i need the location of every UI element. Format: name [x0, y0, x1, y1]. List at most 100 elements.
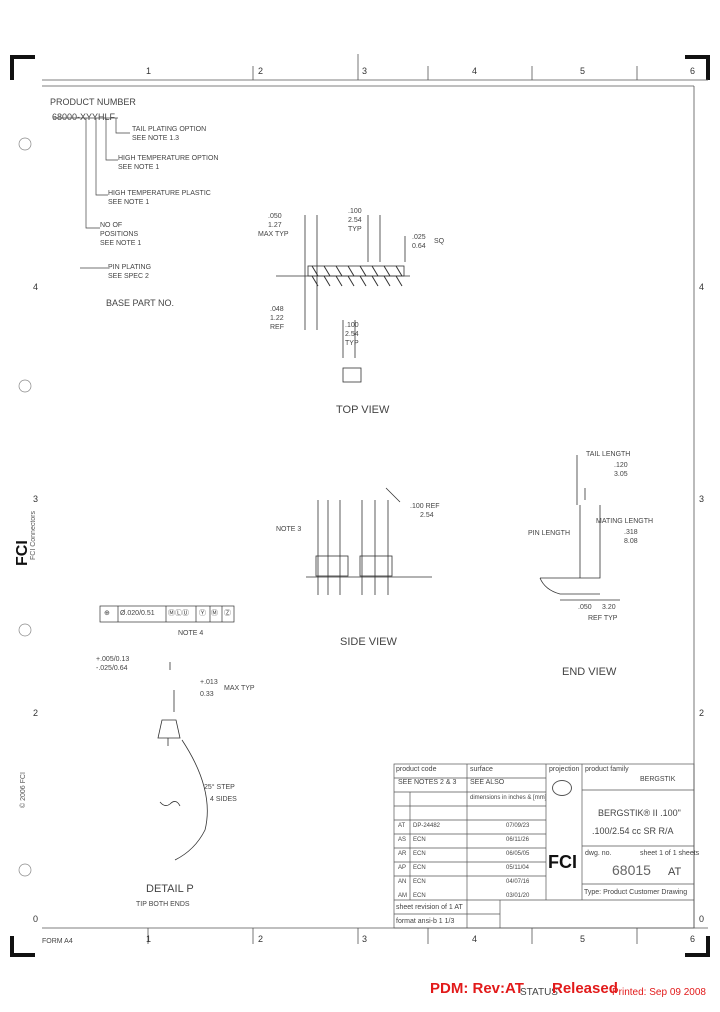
grid-row-left: 4 — [33, 282, 39, 292]
grid-column-bottom: 6 — [690, 934, 696, 944]
left-copyright-value: © 2006 FCI — [20, 772, 27, 808]
revision-desc: ECN — [413, 893, 426, 899]
part-number-callout-line: TAIL PLATING OPTION — [132, 126, 207, 133]
left-vertical-text-value: FCI Connectors — [30, 510, 37, 560]
endview-tail-v1: .120 — [614, 462, 628, 469]
tolerance-value: Ø.020/0.51 — [120, 610, 155, 617]
tb-product-family: BERGSTIK — [640, 776, 676, 783]
top-view-pin — [395, 265, 403, 287]
revision-rev: AR — [398, 851, 407, 857]
tb-product-code-label: product code — [396, 766, 437, 773]
left-vertical-text: FCI Connectors — [30, 511, 38, 560]
revision-desc: ECN — [413, 837, 426, 843]
grid-column-bottom: 2 — [258, 934, 264, 944]
grid-column-bottom: 3 — [362, 934, 368, 944]
tb-surface-value: SEE ALSO — [470, 779, 505, 786]
tb-projection-label: projection — [549, 766, 580, 773]
tb-surface-label: surface — [470, 766, 493, 773]
top-view-pin — [359, 265, 367, 287]
revision-date: 06/05/05 — [506, 851, 530, 857]
grid-row-left: 0 — [33, 914, 39, 924]
topview-dim-bl-1: .048 — [270, 306, 284, 313]
endview-ref-typ: REF TYP — [588, 615, 618, 622]
tb-title-1: BERGSTIK® II .100" — [598, 808, 681, 818]
pdm-label: PDM: Rev:AT — [430, 980, 524, 997]
top-view-pin — [347, 265, 355, 287]
endview-mating-v1: .318 — [624, 529, 638, 536]
grid-row-left: 3 — [33, 494, 39, 504]
endview-mating-length: MATING LENGTH — [596, 518, 654, 525]
top-view-label: TOP VIEW — [336, 404, 390, 416]
grid-row-right: 3 — [699, 494, 705, 504]
top-view-pin — [371, 265, 379, 287]
detail-angle-2: 4 SIDES — [210, 796, 237, 803]
topview-dim-left-3: MAX TYP — [258, 231, 289, 238]
part-number-callout-line: SEE NOTE 1 — [108, 199, 150, 206]
detail-label-2: TIP BOTH ENDS — [136, 901, 190, 908]
revision-date: 07/09/23 — [506, 823, 530, 829]
revision-date: 06/11/26 — [506, 837, 529, 843]
part-number-callout-line: PIN PLATING — [108, 264, 152, 271]
topview-dim-bp-3: TYP — [345, 340, 359, 347]
revision-rev: AP — [398, 865, 407, 871]
part-number-callout-line: SEE NOTE 1 — [118, 164, 160, 171]
part-number-callout-line: SEE NOTE 1 — [100, 240, 142, 247]
endview-tail-length: TAIL LENGTH — [586, 451, 631, 458]
topview-dim-bl-3: REF — [270, 324, 284, 331]
product-number-heading: PRODUCT NUMBER — [50, 97, 136, 107]
detail-angle-1: 25° STEP — [204, 784, 235, 791]
topview-dim-right-2: 0.64 — [412, 243, 426, 250]
base-part-code: 68000-XYYHLF — [52, 112, 116, 122]
detail-callout-1: +.005/0.13 — [96, 656, 130, 663]
part-number-callout-line: HIGH TEMPERATURE OPTION — [118, 155, 219, 162]
tb-product-family-label: product family — [585, 766, 629, 773]
tolerance-z: Ⓩ — [224, 610, 231, 617]
grid-column-top: 5 — [580, 66, 586, 76]
detail-max-2: 0.33 — [200, 691, 214, 698]
top-view-pin — [335, 265, 343, 287]
topview-dim-left-1: .050 — [268, 213, 282, 220]
detail-max-1: +.013 — [200, 679, 218, 686]
grid-row-right: 0 — [699, 914, 705, 924]
revision-date: 05/11/04 — [506, 865, 529, 871]
part-number-callout-line: NO OF — [100, 222, 123, 229]
status-value: Released — [552, 980, 618, 997]
revision-desc: DP-24482 — [413, 823, 441, 829]
format-code: FORM A4 — [42, 938, 73, 945]
endview-ref-2: 3.20 — [602, 604, 616, 611]
left-logo-text: FCI — [14, 540, 31, 566]
sideview-note: NOTE 3 — [276, 526, 302, 533]
sideview-pitch-1: .100 REF — [410, 503, 440, 510]
tolerance-mod: ⓂⓁⓊ — [168, 610, 189, 617]
tolerance-symbol: ⊕ — [104, 610, 110, 617]
tb-rev: AT — [668, 866, 682, 878]
fci-logo: FCI — [548, 852, 580, 886]
part-number-callout-line: HIGH TEMPERATURE PLASTIC — [108, 190, 211, 197]
tb-format-row: format ansi-b 1 1/3 — [396, 918, 455, 925]
grid-column-top: 3 — [362, 66, 368, 76]
grid-column-bottom: 5 — [580, 934, 586, 944]
revision-desc: ECN — [413, 879, 426, 885]
grid-column-top: 1 — [146, 66, 152, 76]
tb-sheet-label: sheet 1 of 1 sheets — [640, 850, 700, 857]
revision-date: 04/07/16 — [506, 879, 530, 885]
grid-row-right: 4 — [699, 282, 705, 292]
revision-rev: AT — [398, 823, 406, 829]
topview-dim-pitch-2: 2.54 — [348, 217, 362, 224]
endview-pin-length: PIN LENGTH — [528, 530, 571, 537]
topview-dim-bl-2: 1.22 — [270, 315, 284, 322]
part-number-callout-line: SEE SPEC 2 — [108, 273, 149, 280]
side-view-label: SIDE VIEW — [340, 636, 397, 648]
endview-ref-1: .050 — [578, 604, 592, 611]
projection-icon — [552, 780, 572, 796]
left-copyright: © 2006 FCI — [20, 772, 27, 808]
status-label: STATUS — [520, 987, 558, 998]
top-view-pin — [323, 265, 331, 287]
grid-row-left: 2 — [33, 708, 39, 718]
topview-dim-bp-2: 2.54 — [345, 331, 359, 338]
endview-tail-v2: 3.05 — [614, 471, 628, 478]
fci-logo-text: FCI — [548, 852, 577, 872]
detail-callout-2: -.025/0.64 — [96, 665, 128, 672]
grid-column-bottom: 1 — [146, 934, 152, 944]
